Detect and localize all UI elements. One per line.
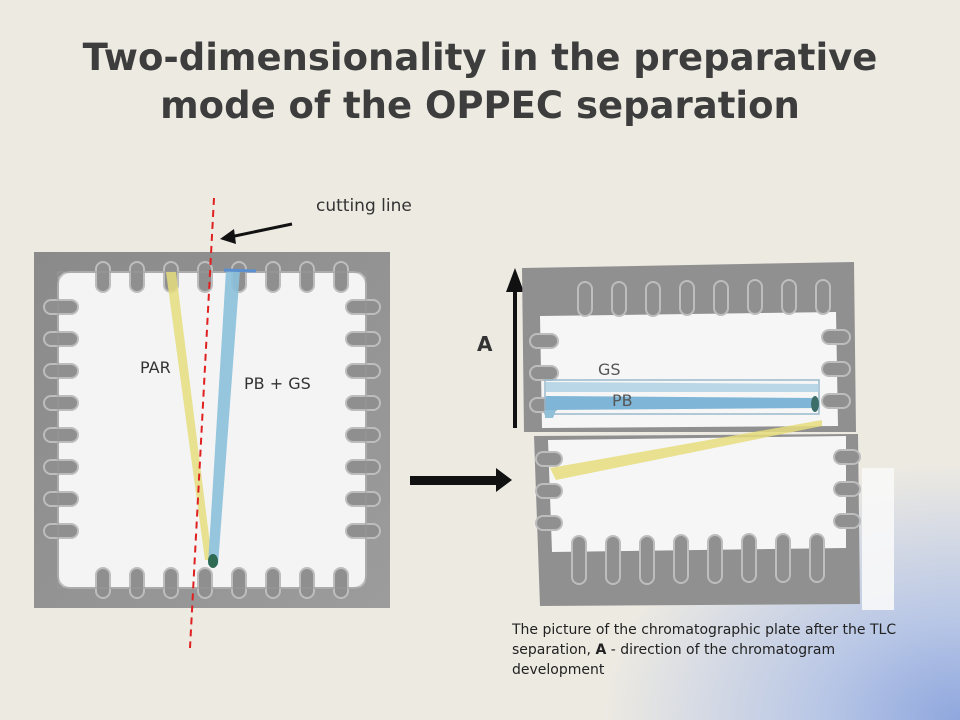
pb-label: PB [612,391,633,410]
cutting-line [189,197,215,649]
direction-a-label: A [477,332,493,356]
slide-title: Two-dimensionality in the preparative mo… [0,34,960,130]
right-tlc-plate-upper [522,262,856,432]
cutting-line-label: cutting line [316,196,412,216]
par-yellow-band [166,272,212,560]
pb-gs-label: PB + GS [244,374,311,393]
pb-gs-blue-band [208,270,240,565]
right-tlc-plate-lower [534,420,861,606]
gs-label: GS [598,360,621,379]
caption-text-1: The picture of the chromatographic plate… [512,622,897,658]
caption-text-2: - direction of the chromatogram developm… [512,642,836,678]
direction-arrow-a [506,268,524,428]
title-line-2: mode of the OPPEC separation [160,84,800,127]
title-line-1: Two-dimensionality in the preparative [82,36,878,79]
caption-bold-a: A [595,642,607,658]
figure-caption: The picture of the chromatographic plate… [512,620,912,680]
par-label: PAR [140,358,171,377]
transition-arrow [410,468,512,492]
cutting-line-pointer-arrow [229,222,293,239]
left-tlc-plate [34,252,390,608]
